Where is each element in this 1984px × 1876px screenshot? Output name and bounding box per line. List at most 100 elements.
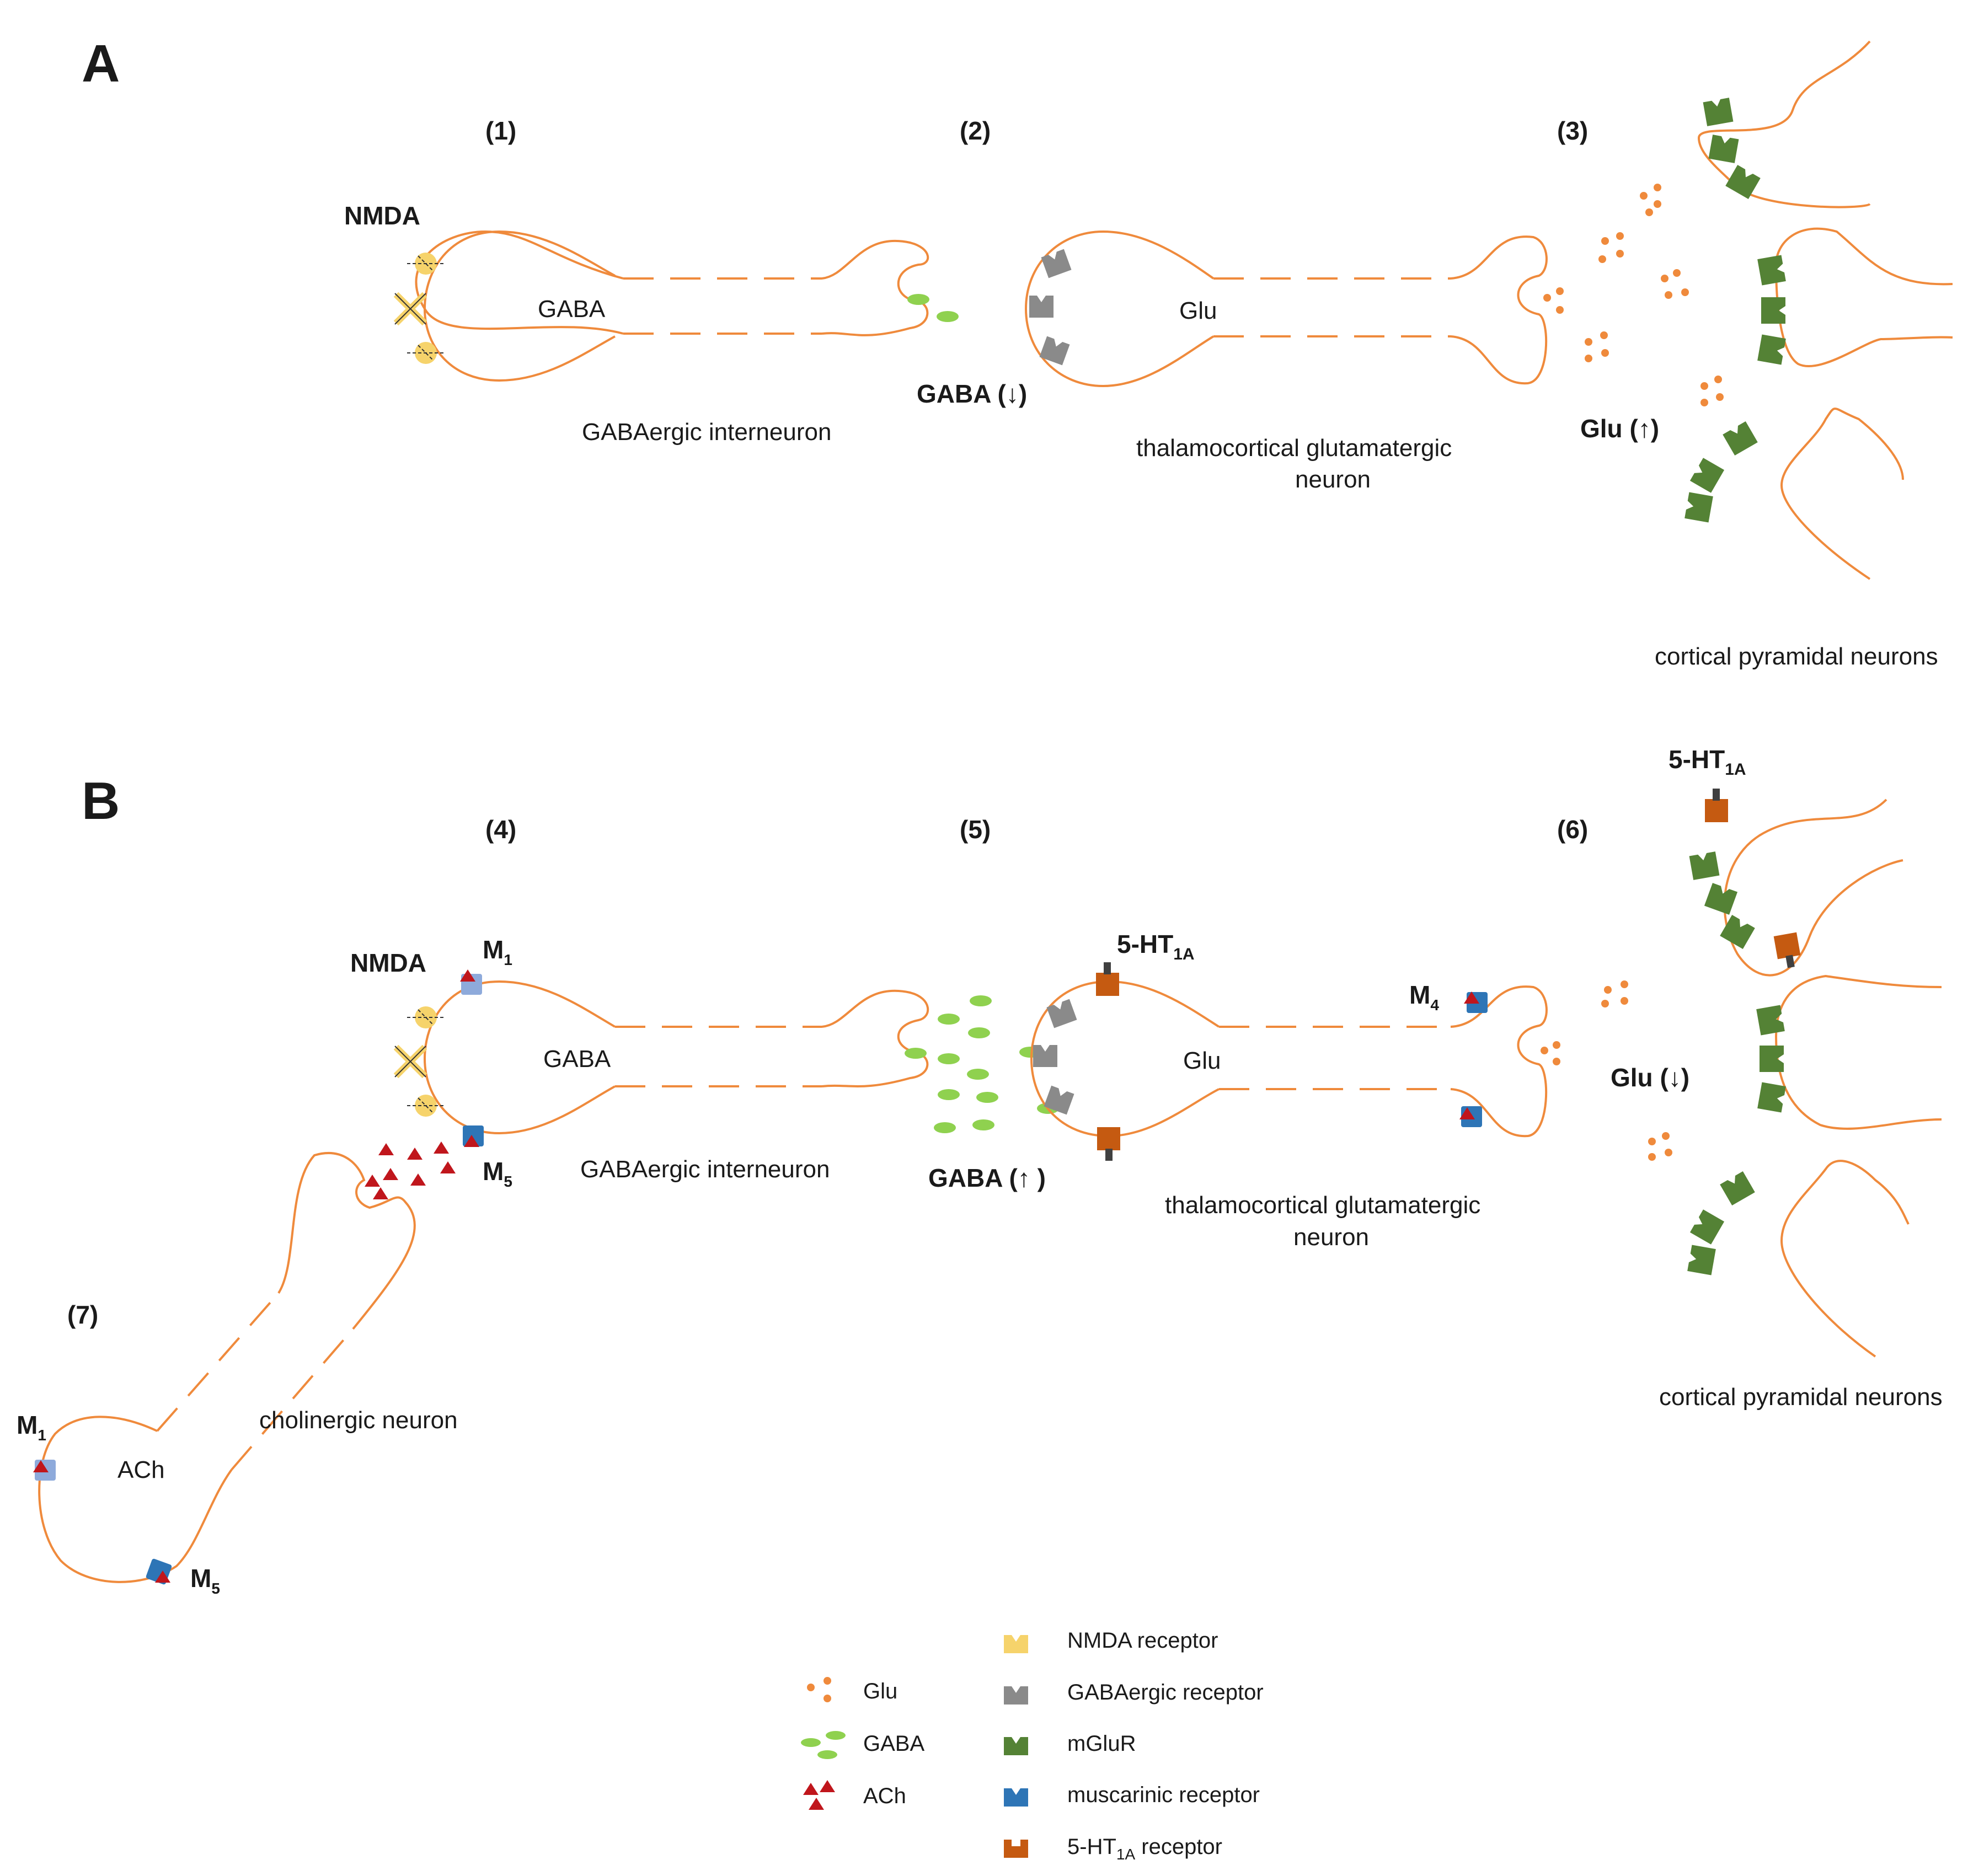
thalamocortical-neuron-a — [1024, 230, 1548, 388]
svg-text:mGluR: mGluR — [1067, 1732, 1136, 1756]
mglur-icon — [1757, 334, 1786, 365]
mglur-icon — [1704, 883, 1738, 915]
mglur-icon — [1723, 421, 1758, 456]
step-label-2: (2) — [960, 116, 991, 145]
thalamocortical-caption-a-line2: neuron — [1295, 466, 1371, 493]
ach-molecule-cluster — [365, 1141, 456, 1199]
gaba-soma-label-a: GABA — [538, 296, 606, 323]
legend-item-nmda: NMDA receptor — [1004, 1628, 1218, 1653]
mglur-icon — [1756, 1005, 1785, 1036]
legend: Glu GABA ACh NMDA receptor GABAergic rec… — [801, 1628, 1264, 1863]
gaba-molecule — [907, 294, 929, 305]
5ht1a-receptor-icon — [1705, 789, 1728, 822]
glu-molecule-cluster — [1541, 980, 1672, 1161]
glu-soma-label-b: Glu — [1183, 1047, 1221, 1074]
gaba-release-label-b: GABA (↑ ) — [928, 1164, 1046, 1192]
nmda-label-a: NMDA — [344, 201, 420, 230]
mglur-icon — [1689, 458, 1725, 493]
gabaergic-interneuron-b — [423, 980, 929, 1135]
glu-icon — [807, 1684, 815, 1691]
legend-item-gaba: GABA — [801, 1731, 924, 1759]
5ht1a-label-thalamic: 5-HT1A — [1117, 930, 1195, 963]
5ht1a-label-cortex: 5-HT1A — [1669, 745, 1746, 779]
legend-item-glu: Glu — [807, 1677, 897, 1703]
nmda-label-b: NMDA — [350, 948, 426, 977]
mglur-icon — [1757, 1082, 1786, 1113]
m5-label-cholinergic: M5 — [190, 1564, 220, 1597]
step-label-4: (4) — [485, 815, 516, 844]
gaba-interneuron-caption-a: GABAergic interneuron — [582, 419, 831, 446]
svg-text:GABA: GABA — [863, 1732, 924, 1756]
mglur-icon — [1720, 1171, 1755, 1206]
5ht1a-receptor-icon — [1004, 1840, 1028, 1858]
gaba-icon — [801, 1738, 821, 1747]
legend-item-muscarinic: muscarinic receptor — [1004, 1783, 1260, 1807]
gaba-molecule-cluster — [905, 995, 1059, 1133]
legend-item-mglur: mGluR — [1004, 1732, 1136, 1756]
legend-item-5ht1a: 5-HT1A receptor — [1004, 1835, 1222, 1863]
gabaergic-receptor-icon — [1004, 1686, 1028, 1705]
cortical-caption-b: cortical pyramidal neurons — [1659, 1384, 1943, 1411]
gaba-release-label-a: GABA (↓) — [917, 379, 1027, 408]
step-label-1: (1) — [485, 116, 516, 145]
nmda-receptor-icon — [395, 293, 426, 324]
gaba-soma-membrane-a — [423, 230, 616, 382]
glu-release-label-a: Glu (↑) — [1580, 414, 1659, 443]
mglur-icon — [1760, 1046, 1784, 1072]
mglur-icon — [1761, 297, 1785, 324]
cortical-pyramidal-neurons-a — [1697, 40, 1953, 580]
thalamocortical-caption-b: thalamocortical glutamatergic — [1165, 1192, 1480, 1219]
ach-icon — [803, 1783, 819, 1795]
svg-text:Glu: Glu — [863, 1679, 897, 1703]
m1-label-b: M1 — [483, 935, 512, 968]
mglur-icon — [1703, 98, 1734, 126]
cortical-pyramidal-neurons-b — [1723, 798, 1942, 1358]
panel-label-b: B — [82, 771, 120, 830]
mglur-icon — [1757, 255, 1786, 286]
glu-molecule-cluster — [1543, 184, 1724, 406]
step-label-6: (6) — [1557, 815, 1588, 844]
gaba-interneuron-caption-b: GABAergic interneuron — [580, 1156, 830, 1183]
nmda-receptor-icon — [1004, 1635, 1028, 1653]
mglur-icon — [1689, 851, 1720, 880]
gabaergic-receptor-icon — [1033, 1045, 1057, 1067]
5ht1a-receptor-icon — [1096, 962, 1119, 996]
mglur-icon — [1684, 492, 1713, 523]
m4-label-b: M4 — [1409, 980, 1439, 1014]
step-label-3: (3) — [1557, 116, 1588, 145]
cortical-caption-a: cortical pyramidal neurons — [1655, 643, 1938, 670]
cholinergic-neuron — [38, 1152, 416, 1583]
mglur-icon — [1689, 1209, 1725, 1245]
thalamocortical-caption-b-line2: neuron — [1293, 1224, 1369, 1251]
legend-item-ach: ACh — [803, 1780, 906, 1810]
glu-soma-label-a: Glu — [1179, 297, 1217, 324]
svg-text:GABAergic receptor: GABAergic receptor — [1067, 1680, 1264, 1705]
muscarinic-receptor-icon — [1004, 1788, 1028, 1807]
mglur-icon — [1708, 135, 1739, 163]
thalamocortical-neuron-b — [1030, 980, 1548, 1138]
gabaergic-receptor-icon — [1029, 296, 1054, 318]
cholinergic-caption: cholinergic neuron — [259, 1407, 458, 1434]
mglur-icon — [1004, 1737, 1028, 1755]
ach-soma-label: ACh — [117, 1456, 165, 1483]
svg-text:5-HT1A receptor: 5-HT1A receptor — [1067, 1835, 1222, 1863]
m5-label-b: M5 — [483, 1157, 512, 1190]
gabaergic-receptor-icon — [1046, 999, 1077, 1028]
step-label-5: (5) — [960, 815, 991, 844]
step-label-7: (7) — [67, 1300, 98, 1329]
legend-item-gabaergic-receptor: GABAergic receptor — [1004, 1680, 1264, 1705]
svg-text:NMDA receptor: NMDA receptor — [1067, 1628, 1218, 1653]
mglur-icon — [1687, 1245, 1716, 1275]
mglur-icon — [1725, 164, 1761, 200]
nmda-receptor-icon — [395, 1046, 426, 1077]
svg-text:muscarinic receptor: muscarinic receptor — [1067, 1783, 1260, 1807]
thalamocortical-caption-a: thalamocortical glutamatergic — [1136, 435, 1452, 462]
gabaergic-receptor-icon — [1041, 249, 1072, 278]
gabaergic-interneuron-a — [415, 230, 929, 336]
5ht1a-receptor-icon — [1773, 932, 1803, 970]
svg-text:ACh: ACh — [863, 1784, 906, 1808]
glu-release-label-b: Glu (↓) — [1611, 1063, 1689, 1092]
gaba-soma-label-b: GABA — [543, 1046, 611, 1073]
5ht1a-receptor-icon — [1097, 1127, 1120, 1161]
